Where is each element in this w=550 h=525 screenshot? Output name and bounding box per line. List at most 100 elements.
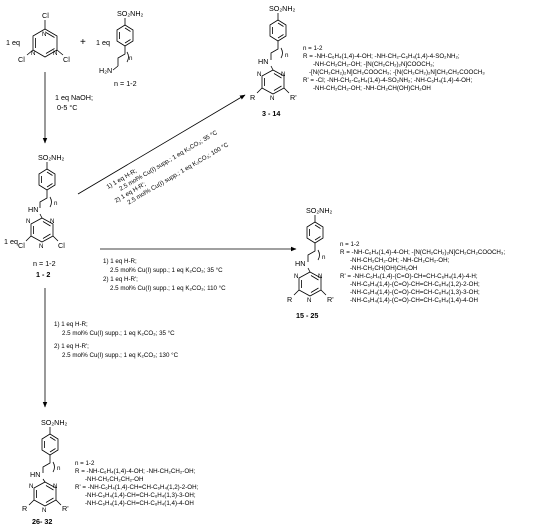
product-b-r: R xyxy=(287,295,292,304)
chain-bracket xyxy=(317,249,320,261)
alkyl-chain xyxy=(42,455,51,473)
product-b-compound-number: 15 - 25 xyxy=(296,311,318,320)
product-a-chain-n: n xyxy=(285,52,289,59)
reactant-sulfonamide-top-group: SO₂NH₂ xyxy=(117,9,144,18)
product-c-compound-number: 26- 32 xyxy=(32,517,52,525)
product-a-hn: HN xyxy=(258,57,268,66)
ring-n-atom: N xyxy=(29,483,33,490)
route-b-condition: 2.5 mol% Cu(I) supp.; 1 eq K₂CO₃; 35 °C xyxy=(110,267,223,274)
ring-n-atom: N xyxy=(281,71,285,78)
route-c-condition: 2) 1 eq H-R'; xyxy=(54,343,89,350)
chain-bracket xyxy=(52,461,55,473)
nh-bond xyxy=(307,267,311,273)
chain-bracket xyxy=(280,47,283,59)
step1-line2: 0-5 °C xyxy=(57,103,77,112)
product-a-legend: n = 1-2 R = -NH-C₆H₄(1,4)-4-OH; -NH-CH₂-… xyxy=(303,45,485,92)
triazine-ring xyxy=(33,481,57,507)
nh-bond xyxy=(39,213,43,219)
r-bond xyxy=(55,499,62,506)
nh-bond xyxy=(270,65,274,71)
reactant-triazine-eq: 1 eq xyxy=(6,38,20,47)
triazine-ring xyxy=(32,28,58,58)
intermediate-eq: 1 eq xyxy=(4,237,18,246)
product-b-top-group: SO₂NH₂ xyxy=(306,206,333,215)
product-b-hn: HN xyxy=(295,259,305,268)
route-b-condition: 2.5 mol% Cu(I) supp.; 1 eq K₂CO₃; 110 °C xyxy=(110,285,226,292)
legend-line: R = -NH-C₆H₄(1,4)-4-OH; -NH-CH₂CH₂-OH; xyxy=(75,468,196,475)
legend-line: -NH-C₆H₄(1,4)-CH=CH-C₆H₄(1,3)-3-OH; xyxy=(85,492,196,499)
legend-line: -NH-C₆H₄(1,4)-(C=O)-CH=CH-C₆H₄(1,4)-4-OH xyxy=(350,297,478,304)
legend-line: R' = -Cl; -NH-CH₂-C₆H₄(1,4)-4-SO₂NH₂; -N… xyxy=(303,77,472,84)
triazine-ring xyxy=(261,69,285,95)
legend-line: -NH-CH₂CH(OH)CH₂OH xyxy=(350,265,417,272)
product-b-legend: n = 1-2 R = -NH-C₆H₄(1,4)-4-OH; -[N(CH₂C… xyxy=(340,241,505,304)
legend-line: -NH-CH₂CH₂CH₂-OH xyxy=(85,476,143,483)
cl-label-right: Cl xyxy=(63,55,70,64)
intermediate-compound: SO₂NH₂ n HN N N N Cl Cl 1 eq n = 1-2 1 -… xyxy=(4,153,65,279)
legend-line: -NH-CH₂CH₂-OH; -NH-CH₂CH₂-OH; xyxy=(350,257,450,264)
benzene-double-bonds xyxy=(309,224,321,241)
legend-line: n = 1-2 xyxy=(340,241,360,248)
product-15-25: SO₂NH₂ n HN N N N R' R 15 - 25 xyxy=(287,206,334,320)
r-bond xyxy=(293,289,300,296)
product-a-top-group: SO₂NH₂ xyxy=(269,4,296,13)
alkyl-chain xyxy=(270,41,279,60)
alkyl-chain xyxy=(307,243,316,262)
triazine-ring xyxy=(30,217,54,243)
legend-line: -NH-C₆H₄(1,4)-CH=CH-C₆H₄(1,4)-4-OH xyxy=(85,500,194,507)
route-c-condition: 2.5 mol% Cu(I) supp.; 1 eq K₂CO₃; 35 °C xyxy=(62,330,175,337)
product-c-top-group: SO₂NH₂ xyxy=(41,418,68,427)
step1-line1: 1 eq NaOH; xyxy=(55,93,93,102)
product-c-chain-n: n xyxy=(57,465,61,472)
product-c-r-prime: R' xyxy=(62,504,69,513)
product-a-r-prime: R' xyxy=(290,93,297,102)
triazine-double-bonds xyxy=(33,221,51,239)
triazine-double-bonds xyxy=(264,73,282,91)
legend-line: -NH-C₆H₄(1,4)-(C=O)-CH=CH-C₆H₄(1,2)-2-OH… xyxy=(350,281,480,288)
cl-bond xyxy=(52,235,59,242)
chain-bracket xyxy=(49,196,52,208)
ring-n-atom: N xyxy=(270,95,274,102)
ring-n-atom: N xyxy=(318,273,322,280)
r-bond xyxy=(256,87,263,94)
cl-bond xyxy=(26,49,34,56)
intermediate-top-group: SO₂NH₂ xyxy=(38,153,65,162)
ring-n-atom: N xyxy=(53,50,57,57)
reactant-sulfonamide: SO₂NH₂ 1 eq n H₂N n = 1-2 xyxy=(96,9,144,88)
product-26-32: SO₂NH₂ n HN N N N R' R 26- 32 xyxy=(22,418,69,525)
ring-n-atom: N xyxy=(257,71,261,78)
route-c-condition: 2.5 mol% Cu(I) supp.; 1 eq K₂CO₃; 130 °C xyxy=(62,352,179,359)
alkyl-chain xyxy=(117,46,126,66)
amine-bond xyxy=(112,65,119,71)
reactant-triazine: 1 eq N N N Cl Cl Cl xyxy=(6,11,70,64)
route-a-arrow xyxy=(77,94,246,195)
benzene-double-bonds xyxy=(272,22,284,39)
benzene-double-bonds xyxy=(41,171,53,188)
plus-sign: + xyxy=(80,37,86,48)
route-c-condition: 1) 1 eq H-R; xyxy=(54,321,88,328)
r-bond xyxy=(28,499,35,506)
intermediate-chain-n: n xyxy=(54,200,58,207)
ring-n-atom: N xyxy=(307,297,311,304)
amine-label: H₂N xyxy=(99,66,112,75)
product-b-chain-n: n xyxy=(322,254,326,261)
benzene-double-bonds xyxy=(119,27,131,44)
chain-n: n xyxy=(129,55,133,62)
cl-label-top: Cl xyxy=(42,11,49,20)
reactant-n-range: n = 1-2 xyxy=(114,79,137,88)
product-c-r: R xyxy=(22,504,27,513)
product-3-14: SO₂NH₂ n HN N N N R' R 3 - 14 xyxy=(250,4,297,118)
ring-n-atom: N xyxy=(42,507,46,514)
cl-bond xyxy=(25,235,32,242)
ring-n-atom: N xyxy=(53,483,57,490)
product-a-r: R xyxy=(250,93,255,102)
ring-n-atom: N xyxy=(294,273,298,280)
triazine-double-bonds xyxy=(36,485,54,503)
legend-line: -NH-CH₂CH₂-OH; -[N(CH₂CH₂)₂N]COOCH₃; xyxy=(313,61,435,68)
cl-bond xyxy=(56,49,64,56)
intermediate-cl-left: Cl xyxy=(18,241,25,250)
legend-line: -NH-C₆H₄(1,4)-(C=O)-CH=CH-C₆H₄(1,3)-3-OH… xyxy=(350,289,480,296)
legend-line: -[N(CH₂CH₂)₂N]CH₂COOCH₃; -[N(CH₂CH₂)₂N]C… xyxy=(309,69,485,76)
route-b-condition: 2) 1 eq H-R'; xyxy=(103,276,138,283)
product-a-compound-number: 3 - 14 xyxy=(262,109,280,118)
